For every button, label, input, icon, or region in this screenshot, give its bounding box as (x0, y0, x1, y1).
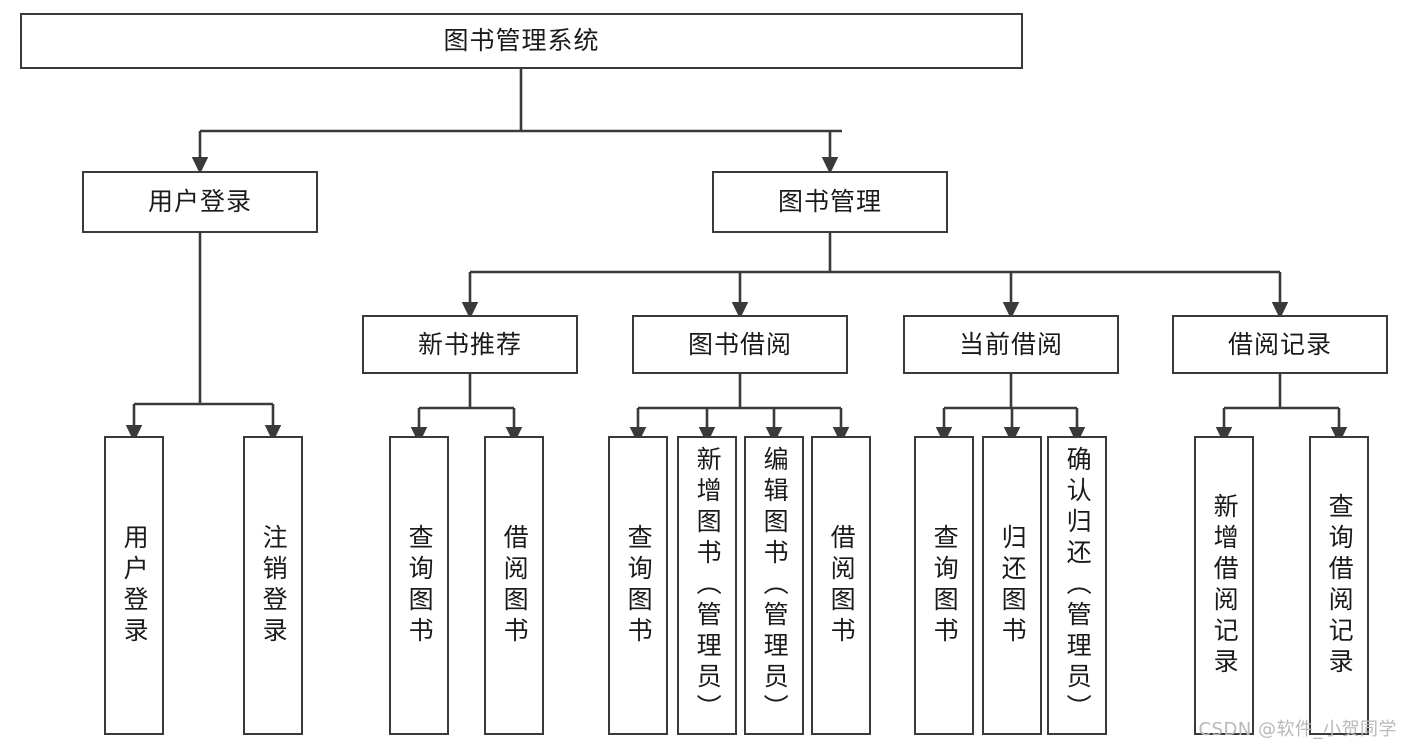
node-leaf-add-borrow-record[interactable]: 新增借阅记录 (1194, 436, 1254, 735)
node-book-borrow-label: 图书借阅 (687, 329, 792, 359)
node-new-book-recommend-label: 新书推荐 (417, 329, 522, 359)
node-book-manage[interactable]: 图书管理 (712, 171, 948, 233)
node-leaf-add-book[interactable]: 新增图书（管理员） (677, 436, 737, 735)
node-leaf-query-borrow-record-label: 查询借阅记录 (1325, 492, 1355, 679)
node-leaf-edit-book[interactable]: 编辑图书（管理员） (744, 436, 804, 735)
node-leaf-return-book[interactable]: 归还图书 (982, 436, 1042, 735)
node-leaf-borrow-book-2-label: 借阅图书 (827, 523, 857, 648)
node-leaf-return-book-label: 归还图书 (998, 523, 1028, 648)
node-leaf-borrow-book-1[interactable]: 借阅图书 (484, 436, 544, 735)
node-leaf-edit-book-label: 编辑图书（管理员） (760, 446, 790, 725)
node-leaf-user-login-label: 用户登录 (120, 523, 150, 648)
node-leaf-query-borrow-record[interactable]: 查询借阅记录 (1309, 436, 1369, 735)
node-user-login[interactable]: 用户登录 (82, 171, 318, 233)
node-leaf-add-borrow-record-label: 新增借阅记录 (1210, 492, 1240, 679)
node-leaf-query-book-3-label: 查询图书 (930, 523, 960, 648)
node-leaf-query-book-3[interactable]: 查询图书 (914, 436, 974, 735)
node-leaf-logout-label: 注销登录 (259, 523, 289, 648)
node-leaf-add-book-label: 新增图书（管理员） (693, 446, 723, 725)
node-leaf-borrow-book-1-label: 借阅图书 (500, 523, 530, 648)
node-borrow-record-label: 借阅记录 (1227, 329, 1332, 359)
node-leaf-confirm-return-label: 确认归还（管理员） (1063, 446, 1093, 725)
node-leaf-query-book-1[interactable]: 查询图书 (389, 436, 449, 735)
node-leaf-user-login[interactable]: 用户登录 (104, 436, 164, 735)
node-leaf-query-book-1-label: 查询图书 (405, 523, 435, 648)
node-leaf-confirm-return[interactable]: 确认归还（管理员） (1047, 436, 1107, 735)
node-leaf-query-book-2-label: 查询图书 (624, 523, 654, 648)
node-borrow-record[interactable]: 借阅记录 (1172, 315, 1388, 374)
node-leaf-query-book-2[interactable]: 查询图书 (608, 436, 668, 735)
node-current-borrow[interactable]: 当前借阅 (903, 315, 1119, 374)
node-book-borrow[interactable]: 图书借阅 (632, 315, 848, 374)
node-current-borrow-label: 当前借阅 (958, 329, 1063, 359)
node-user-login-label: 用户登录 (147, 187, 252, 217)
node-book-manage-label: 图书管理 (777, 187, 882, 217)
node-root-label: 图书管理系统 (443, 26, 600, 56)
node-root[interactable]: 图书管理系统 (20, 13, 1023, 69)
node-leaf-logout[interactable]: 注销登录 (243, 436, 303, 735)
node-new-book-recommend[interactable]: 新书推荐 (362, 315, 578, 374)
node-leaf-borrow-book-2[interactable]: 借阅图书 (811, 436, 871, 735)
